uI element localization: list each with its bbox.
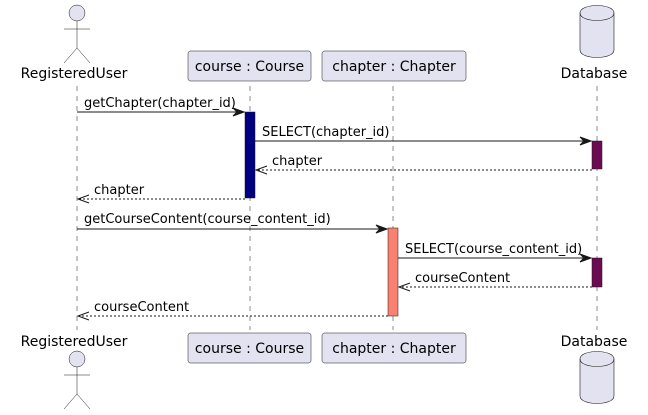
activation-database-2 bbox=[591, 257, 603, 288]
message-get-course-content: getCourseContent(course_content_id) bbox=[77, 212, 389, 234]
actor-head-icon bbox=[68, 4, 86, 22]
arrowhead-solid-icon bbox=[375, 224, 389, 234]
message-label: getChapter(chapter_id) bbox=[84, 96, 236, 111]
message-return-course-content-to-user: courseContent bbox=[76, 300, 388, 321]
participant-bottom-course: course : Course bbox=[187, 332, 312, 364]
arrowhead-solid-icon bbox=[579, 136, 593, 146]
message-label: SELECT(chapter_id) bbox=[262, 125, 390, 140]
database-bottom: Database bbox=[561, 334, 628, 404]
arrowhead-open-icon bbox=[76, 311, 90, 321]
participant-label-chapter-bottom: chapter : Chapter bbox=[332, 341, 456, 357]
participant-label-registered-user-bottom: RegisteredUser bbox=[21, 334, 128, 350]
database-icon bbox=[579, 351, 615, 404]
message-get-chapter: getChapter(chapter_id) bbox=[77, 96, 246, 117]
actor-body-icon bbox=[63, 21, 91, 64]
participant-top-course: course : Course bbox=[187, 50, 312, 82]
message-label: courseContent bbox=[415, 271, 510, 286]
message-select-course-content: SELECT(course_content_id) bbox=[398, 242, 593, 263]
message-return-chapter-to-user: chapter bbox=[76, 183, 245, 204]
participant-top-chapter: chapter : Chapter bbox=[321, 50, 467, 82]
activation-database-1 bbox=[591, 140, 603, 170]
participant-label-chapter-top: chapter : Chapter bbox=[332, 59, 456, 75]
actor-head-icon bbox=[68, 350, 86, 368]
arrowhead-open-icon bbox=[397, 282, 411, 292]
arrowhead-solid-icon bbox=[232, 107, 246, 117]
participant-box-course-bottom bbox=[187, 332, 312, 364]
message-label: getCourseContent(course_content_id) bbox=[84, 212, 331, 227]
participant-label-course-top: course : Course bbox=[195, 59, 304, 75]
message-label: chapter bbox=[272, 154, 323, 169]
message-label: courseContent bbox=[94, 300, 189, 315]
actor-bottom-registered-user: RegisteredUser bbox=[21, 334, 128, 410]
participant-label-database-top: Database bbox=[561, 66, 628, 82]
database-top: Database bbox=[561, 5, 628, 82]
participant-label-course-bottom: course : Course bbox=[195, 341, 304, 357]
arrowhead-open-icon bbox=[76, 194, 90, 204]
activation-course bbox=[244, 111, 256, 199]
message-label: chapter bbox=[94, 183, 145, 198]
actor-top-registered-user: RegisteredUser bbox=[21, 4, 128, 82]
message-return-course-content-to-chapter: courseContent bbox=[397, 271, 592, 292]
actor-body-icon bbox=[63, 367, 91, 410]
participant-label-registered-user-top: RegisteredUser bbox=[21, 66, 128, 82]
message-label: SELECT(course_content_id) bbox=[405, 242, 582, 257]
participant-box-chapter-top bbox=[321, 50, 467, 82]
arrowhead-open-icon bbox=[254, 165, 268, 175]
participant-label-database-bottom: Database bbox=[561, 334, 628, 350]
database-icon bbox=[579, 5, 615, 58]
message-select-chapter: SELECT(chapter_id) bbox=[255, 125, 593, 146]
message-return-chapter-to-course: chapter bbox=[254, 154, 592, 175]
activation-chapter bbox=[387, 227, 399, 317]
participant-box-chapter-bottom bbox=[321, 332, 467, 364]
participant-box-course-top bbox=[187, 50, 312, 82]
participant-bottom-chapter: chapter : Chapter bbox=[321, 332, 467, 364]
arrowhead-solid-icon bbox=[579, 253, 593, 263]
